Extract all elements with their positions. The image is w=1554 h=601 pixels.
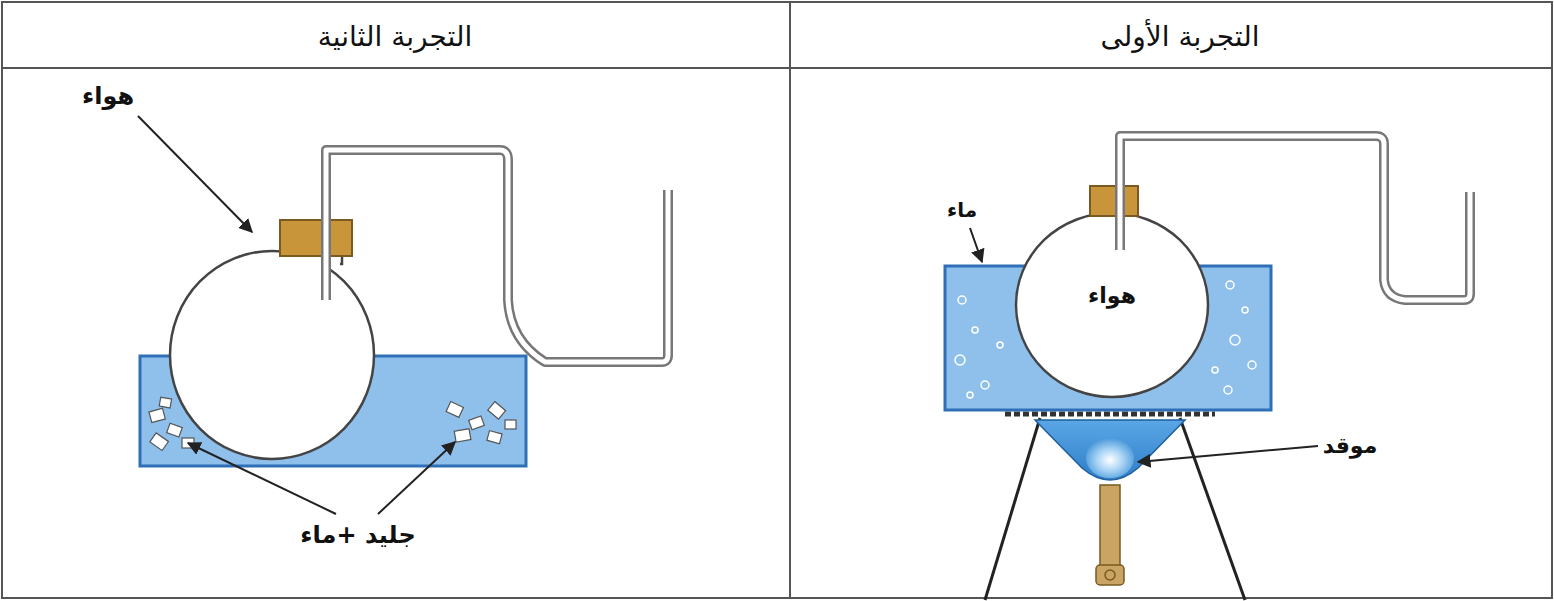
delivery-tube	[326, 150, 668, 362]
part-label: ماء	[943, 197, 981, 224]
part-label: هواء	[1084, 281, 1140, 311]
gauze	[1005, 414, 1215, 415]
flask	[170, 220, 374, 459]
label-anchor: ماء	[943, 197, 981, 224]
burner	[1035, 420, 1185, 585]
label-anchor: التجربة الأولى	[1096, 18, 1263, 55]
part-label: جليد +ماء	[296, 519, 419, 551]
leader-lines	[138, 116, 455, 514]
label-anchor: جليد +ماء	[296, 519, 419, 551]
label-anchor: هواء	[1084, 281, 1140, 311]
part-label: موقد	[1319, 431, 1382, 461]
flask	[1016, 186, 1208, 397]
label-anchor: موقد	[1319, 431, 1382, 461]
part-label: هواء	[78, 80, 138, 112]
stand	[985, 418, 1245, 600]
delivery-tube	[1120, 136, 1470, 300]
leader-lines	[970, 228, 1318, 462]
label-anchor: التجربة الثانية	[314, 18, 477, 55]
label-anchor: هواء	[78, 80, 138, 112]
column-heading: التجربة الثانية	[314, 18, 477, 55]
column-heading: التجربة الأولى	[1096, 18, 1263, 55]
